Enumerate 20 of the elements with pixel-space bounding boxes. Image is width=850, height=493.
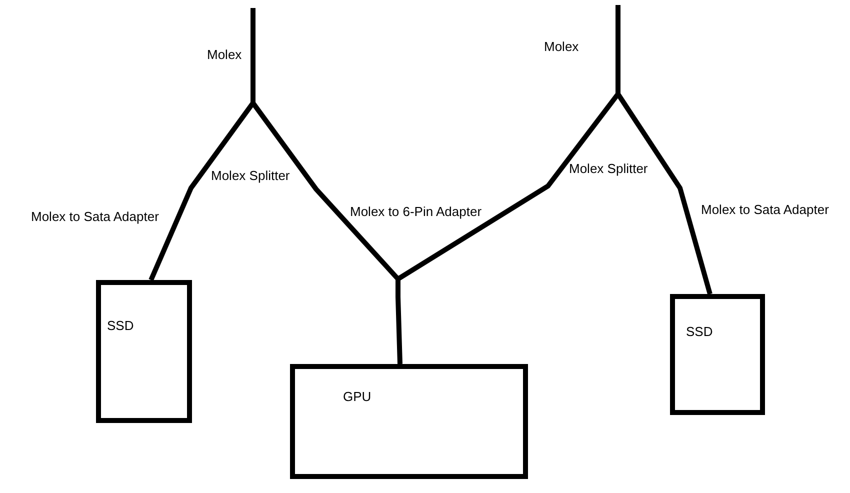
cable-line	[148, 102, 256, 281]
cable-line	[396, 279, 402, 364]
cable-line	[616, 5, 620, 94]
cable-label: Molex to Sata Adapter	[701, 202, 829, 218]
device-box	[96, 280, 192, 423]
device-label: GPU	[343, 389, 372, 405]
cable-label: Molex to Sata Adapter	[31, 209, 159, 225]
cable-line	[250, 8, 256, 103]
device-box	[290, 364, 528, 479]
cable-label: Molex to 6-Pin Adapter	[350, 204, 482, 220]
cable-line	[396, 92, 620, 282]
cable-label: Molex Splitter	[569, 161, 648, 177]
device-label: SSD	[686, 324, 713, 340]
cable-line	[616, 92, 712, 295]
cable-line	[250, 102, 400, 281]
device-label: SSD	[107, 318, 134, 334]
cable-label: Molex	[544, 39, 579, 55]
cable-label: Molex	[207, 47, 242, 63]
device-box	[670, 294, 765, 415]
cable-label: Molex Splitter	[211, 168, 290, 184]
